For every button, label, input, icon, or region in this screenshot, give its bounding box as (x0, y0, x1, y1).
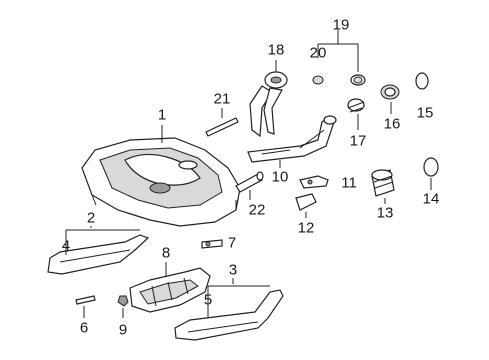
filler-pipe (247, 115, 337, 163)
callout-18: 18 (267, 41, 285, 59)
callout-13: 13 (376, 204, 394, 222)
hose-22 (235, 171, 264, 193)
cap-17 (347, 98, 365, 113)
callout-15: 15 (416, 104, 434, 122)
fuel-tank (81, 137, 241, 227)
callout-8: 8 (161, 244, 171, 262)
o-ring-14 (423, 157, 439, 177)
leader-2 (66, 226, 140, 231)
clamp-11 (299, 175, 329, 189)
filler-housing-18 (249, 71, 288, 138)
callout-9: 9 (118, 321, 128, 339)
cap-20 (312, 75, 324, 85)
callout-11: 11 (341, 174, 357, 192)
leader-19 (317, 30, 359, 72)
callout-2: 2 (86, 209, 96, 227)
cap-19 (350, 74, 366, 86)
callout-16: 16 (383, 115, 401, 133)
leader-3 (208, 278, 270, 287)
tank-band-left (47, 234, 150, 275)
nut-9 (117, 295, 129, 307)
callout-19: 19 (332, 16, 350, 34)
callout-17: 17 (349, 132, 367, 150)
callout-5: 5 (203, 291, 213, 309)
callout-1: 1 (157, 106, 167, 124)
clip-6 (75, 295, 96, 305)
bracket-12 (295, 193, 317, 211)
callout-21: 21 (213, 90, 231, 108)
tank-band-right (174, 289, 284, 341)
callout-6: 6 (79, 319, 89, 337)
callout-12: 12 (297, 219, 315, 237)
cap-16 (380, 84, 400, 100)
hose-21 (205, 117, 239, 137)
gasket-15 (415, 72, 429, 90)
grommet-13 (371, 169, 395, 197)
callout-4: 4 (61, 237, 71, 255)
callout-22: 22 (248, 201, 266, 219)
callout-14: 14 (422, 190, 440, 208)
callout-3: 3 (228, 261, 238, 279)
callout-7: 7 (227, 234, 237, 252)
bracket-7 (201, 239, 223, 249)
heat-shield (129, 267, 211, 313)
callout-20: 20 (309, 44, 327, 62)
callout-10: 10 (271, 168, 289, 186)
